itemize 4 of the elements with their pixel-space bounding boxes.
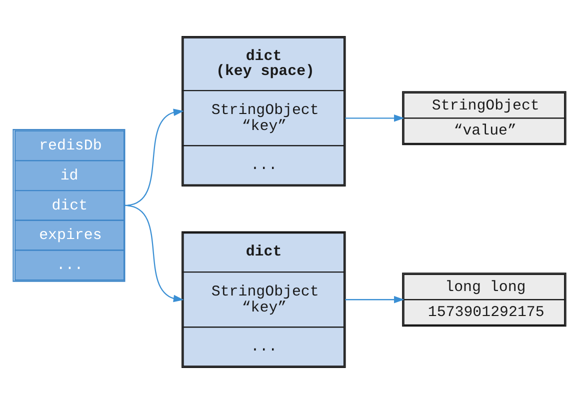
arrow (124, 204, 184, 302)
arrow (124, 108, 184, 206)
arrow (345, 296, 404, 303)
arrow (345, 114, 404, 122)
